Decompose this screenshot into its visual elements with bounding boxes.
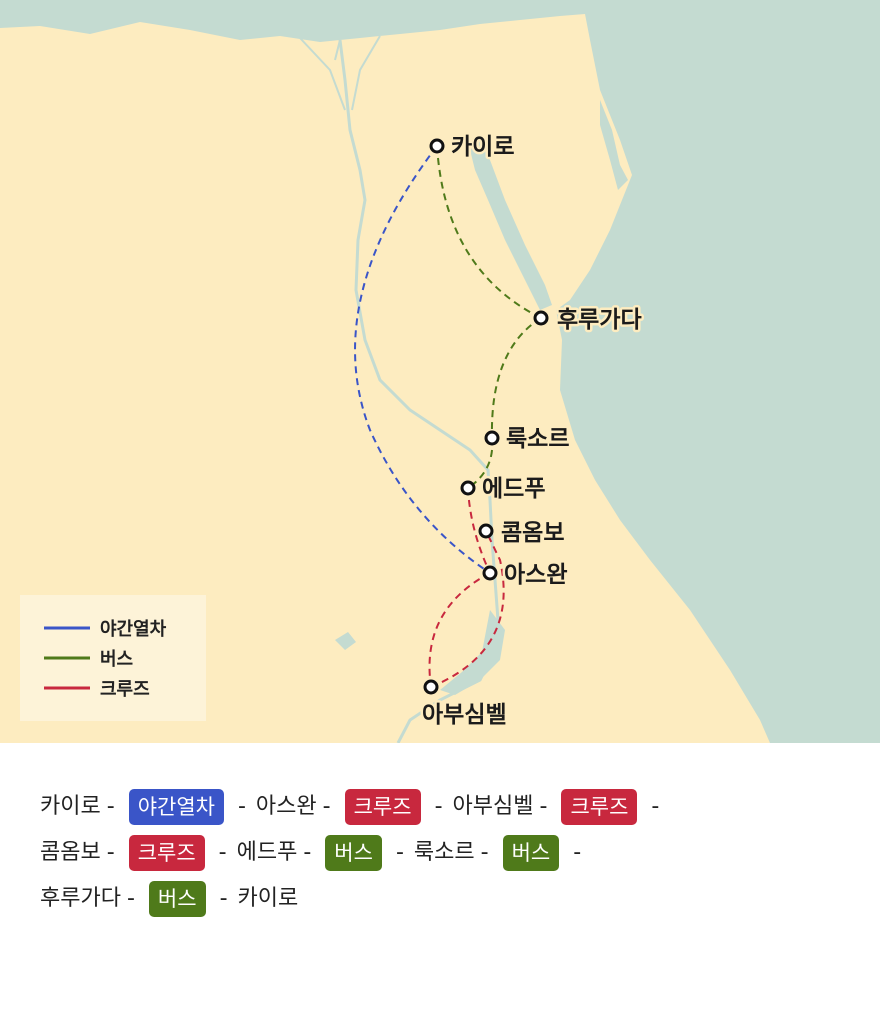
itinerary-city: 콤옴보 [40, 840, 101, 865]
transport-badge: 크루즈 [344, 789, 421, 825]
separator-dash: - [237, 794, 246, 819]
separator-dash: - [106, 794, 115, 819]
city-label: 후루가다 [557, 307, 642, 333]
itinerary-city: 아부심벨 [452, 794, 534, 819]
city-marker-icon [484, 430, 500, 446]
city-cairo: 카이로 [429, 132, 517, 163]
legend-label: 야간열차 [100, 619, 167, 640]
route-bus-cairo-hurghada [436, 145, 542, 319]
separator-dash: - [126, 886, 135, 911]
city-label: 에드푸 [482, 476, 545, 502]
city-edfu: 에드푸 [460, 474, 548, 505]
city-marker-icon [478, 523, 494, 539]
route-cruise-aswan-abusimbel [428, 572, 491, 688]
city-label: 룩소르 [506, 426, 569, 452]
legend-item-bus: 버스 [44, 649, 133, 670]
transport-badge: 버스 [148, 881, 206, 917]
legend-item-cruise: 크루즈 [44, 679, 150, 700]
city-kom-ombo: 콤옴보 [478, 518, 567, 549]
city-label: 콤옴보 [501, 520, 564, 546]
route-cruise-edfu-aswan [467, 487, 491, 574]
map-canvas: 카이로 후루가다 룩소르 에드푸 콤옴보 아스완 아부심벨 [0, 0, 880, 743]
transport-badge: 크루즈 [128, 835, 205, 871]
transport-badge: 버스 [325, 835, 382, 871]
separator-dash: - [106, 840, 115, 865]
city-luxor: 룩소르 [484, 424, 572, 455]
separator-dash: - [218, 840, 227, 865]
route-bus-hurghada-luxor [490, 317, 542, 439]
map-legend: 야간열차 버스 크루즈 [20, 595, 206, 721]
separator-dash: - [539, 794, 548, 819]
separator-dash: - [573, 840, 582, 865]
itinerary-city: 아스완 [255, 794, 317, 819]
legend-item-train: 야간열차 [44, 619, 167, 640]
city-label: 카이로 [451, 134, 514, 160]
separator-dash: - [480, 840, 489, 865]
sinai-area [470, 118, 600, 310]
legend-label: 크루즈 [100, 679, 150, 700]
separator-dash: - [303, 840, 312, 865]
itinerary: 카이로-야간열차-아스완-크루즈-아부심벨-크루즈-콤옴보-크루즈-에드푸-버스… [40, 784, 850, 922]
transport-badge: 크루즈 [561, 789, 638, 825]
itinerary-city: 후루가다 [40, 886, 121, 911]
separator-dash: - [395, 840, 404, 865]
separator-dash: - [219, 886, 228, 911]
small-lake [335, 632, 356, 650]
itinerary-line: 카이로-야간열차-아스완-크루즈-아부심벨-크루즈- [40, 784, 850, 830]
gulf-of-aqaba [600, 100, 628, 190]
city-label: 아스완 [504, 562, 567, 588]
itinerary-line: 콤옴보-크루즈-에드푸-버스-룩소르-버스- [40, 830, 850, 876]
separator-dash: - [651, 794, 660, 819]
lake-nasser [440, 610, 505, 695]
itinerary-city: 카이로 [237, 886, 299, 911]
city-label: 아부심벨 [422, 702, 507, 728]
city-marker-icon [533, 310, 549, 326]
gulf-of-suez [470, 140, 552, 310]
legend-label: 버스 [100, 649, 133, 670]
transport-badge: 버스 [502, 835, 560, 871]
route-train [354, 145, 491, 574]
city-marker-icon [460, 480, 476, 496]
city-marker-icon [423, 679, 439, 695]
route-map: 카이로 후루가다 룩소르 에드푸 콤옴보 아스완 아부심벨 [0, 0, 880, 743]
itinerary-city: 에드푸 [236, 840, 298, 865]
transport-badge: 야간열차 [128, 789, 224, 825]
itinerary-city: 룩소르 [413, 840, 475, 865]
nile-delta [299, 35, 381, 111]
city-hurghada: 후루가다 [533, 305, 644, 336]
city-marker-icon [482, 565, 498, 581]
route-cruise-abusimbel-komombo [430, 530, 505, 688]
city-abu-simbel: 아부심벨 [420, 679, 509, 731]
itinerary-city: 카이로 [40, 794, 101, 819]
separator-dash: - [434, 794, 443, 819]
city-aswan: 아스완 [482, 560, 570, 591]
itinerary-line: 후루가다-버스-카이로 [40, 876, 850, 922]
separator-dash: - [322, 794, 331, 819]
city-marker-icon [429, 138, 445, 154]
